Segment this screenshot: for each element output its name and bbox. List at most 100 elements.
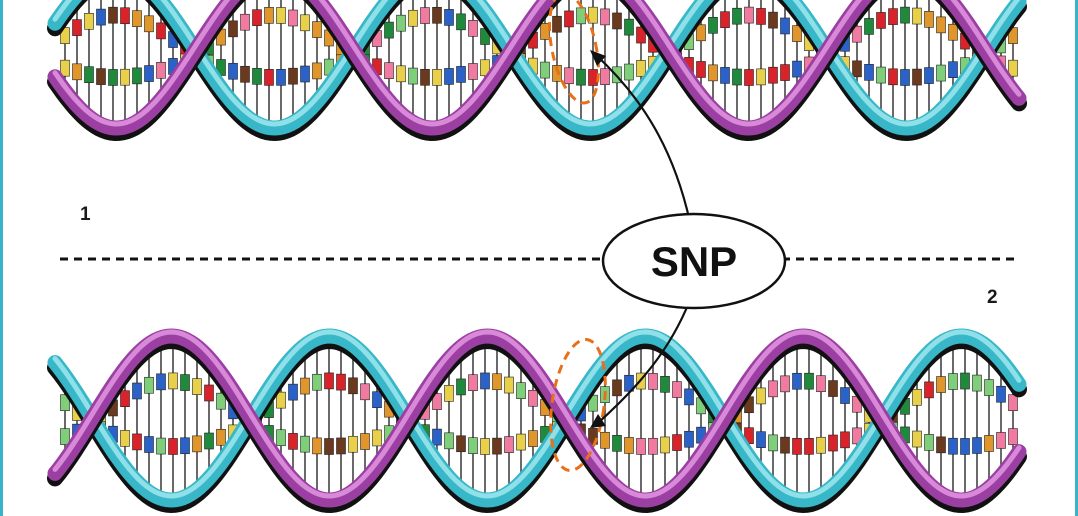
base-block [204, 384, 214, 402]
strand-one-label: 1 [80, 204, 91, 225]
base-block [480, 438, 490, 455]
base-block [456, 435, 466, 453]
base-block [444, 9, 454, 26]
base-block [636, 60, 646, 77]
base-block [456, 66, 466, 83]
base-block [492, 437, 502, 455]
base-block [96, 8, 106, 26]
base-block [312, 21, 322, 38]
base-block [516, 382, 526, 399]
base-block [936, 376, 946, 393]
base-block [600, 431, 610, 449]
base-block [156, 373, 166, 391]
base-block [744, 69, 754, 86]
base-block [192, 378, 202, 395]
arrow-to-bottom-snp [597, 299, 692, 424]
base-block [828, 434, 838, 452]
base-block [192, 435, 202, 453]
base-block [276, 7, 286, 24]
base-block [708, 16, 718, 34]
base-block [396, 14, 406, 32]
base-block [108, 6, 118, 24]
base-block [600, 8, 610, 26]
base-block [72, 63, 82, 81]
base-block [876, 12, 886, 29]
base-block [600, 68, 610, 85]
base-block [912, 430, 922, 448]
base-block [432, 428, 442, 446]
base-block [276, 69, 286, 86]
base-block [576, 68, 586, 86]
base-block [312, 437, 322, 455]
base-block [216, 392, 226, 410]
base-block [624, 63, 634, 81]
base-block [924, 381, 934, 399]
strand-two-label: 2 [987, 287, 998, 308]
base-block [132, 67, 142, 85]
base-block [420, 68, 430, 86]
base-block [432, 393, 442, 410]
base-block [684, 388, 694, 406]
snp-label: SNP [651, 238, 737, 285]
base-block [792, 25, 802, 42]
base-block [252, 68, 262, 85]
base-block [804, 372, 814, 390]
base-block [792, 438, 802, 455]
purple-strand-highlight [52, 0, 1022, 127]
base-block [168, 438, 178, 455]
base-block [984, 379, 994, 396]
base-block [120, 390, 130, 407]
base-block [144, 15, 154, 33]
base-block [852, 427, 862, 445]
base-block [408, 67, 418, 85]
base-block [576, 7, 586, 25]
base-block [936, 16, 946, 34]
base-block [780, 64, 790, 81]
base-block [540, 23, 550, 40]
base-block [624, 374, 634, 392]
base-block [480, 59, 490, 77]
base-block [972, 374, 982, 392]
base-block [300, 435, 310, 453]
base-block [144, 436, 154, 453]
base-block [348, 377, 358, 395]
base-block [1008, 59, 1018, 77]
base-block [564, 10, 574, 28]
base-block [588, 69, 598, 86]
base-block [516, 433, 526, 451]
base-block [312, 373, 322, 391]
base-block [276, 391, 286, 409]
base-block [612, 435, 622, 452]
base-block [768, 380, 778, 398]
base-block [228, 62, 238, 80]
base-block [792, 60, 802, 78]
base-block [456, 378, 466, 396]
base-block [720, 67, 730, 84]
base-block [924, 67, 934, 84]
base-block [444, 432, 454, 450]
base-block [552, 65, 562, 82]
snp-highlight-top [548, 0, 600, 105]
base-block [900, 6, 910, 24]
base-block [96, 68, 106, 85]
base-block [648, 373, 658, 390]
base-block [612, 379, 622, 397]
base-block [864, 18, 874, 35]
base-block [480, 372, 490, 390]
base-block [660, 436, 670, 454]
base-block [420, 7, 430, 24]
purple-strand-highlight [52, 329, 1022, 499]
base-block [564, 67, 574, 85]
dna-helix-2 [47, 328, 1027, 514]
base-block [996, 385, 1006, 403]
base-block [72, 19, 82, 36]
base-block [816, 436, 826, 454]
base-block [372, 391, 382, 409]
base-block [636, 26, 646, 44]
base-block [156, 437, 166, 455]
arrow-to-top-snp [595, 54, 692, 223]
base-block [948, 61, 958, 79]
base-block [492, 373, 502, 391]
base-block [360, 383, 370, 401]
